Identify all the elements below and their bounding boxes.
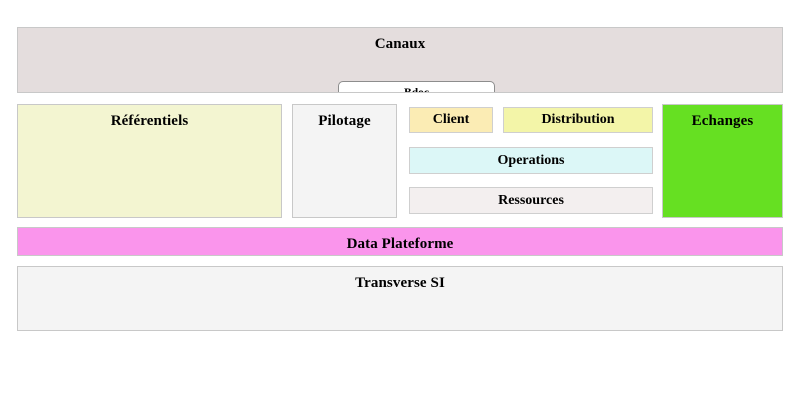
block-ressources-label: Ressources — [498, 192, 564, 208]
block-operations-label: Operations — [497, 152, 565, 168]
block-ressources[interactable]: Ressources — [409, 187, 653, 214]
panel-pilotage[interactable]: Pilotage — [292, 104, 397, 218]
panel-transverse-si-title: Transverse SI — [355, 275, 445, 291]
block-distribution-label: Distribution — [541, 112, 615, 127]
panel-referentiels[interactable]: Référentiels Share (Modification) — [17, 104, 282, 218]
panel-echanges[interactable]: Echanges — [662, 104, 783, 218]
block-client-label: Client — [432, 112, 470, 127]
block-client[interactable]: Client — [409, 107, 493, 133]
panel-canaux[interactable]: Canaux Bdoc (Modification) — [17, 27, 783, 93]
panel-referentiels-title: Référentiels — [110, 113, 189, 129]
panel-canaux-title: Canaux — [374, 36, 426, 52]
panel-echanges-title: Echanges — [691, 113, 754, 129]
block-operations[interactable]: Operations — [409, 147, 653, 174]
panel-data-plateforme[interactable]: Data Plateforme — [17, 227, 783, 256]
subbox-canaux-bdoc[interactable]: Bdoc (Modification) — [338, 81, 495, 93]
panel-transverse-si[interactable]: Transverse SI Bdoc (Modification) — [17, 266, 783, 331]
panel-pilotage-title: Pilotage — [318, 113, 371, 129]
panel-data-plateforme-title: Data Plateforme — [346, 236, 454, 252]
block-distribution[interactable]: Distribution — [503, 107, 653, 133]
subbox-canaux-bdoc-title: Bdoc — [404, 87, 429, 93]
